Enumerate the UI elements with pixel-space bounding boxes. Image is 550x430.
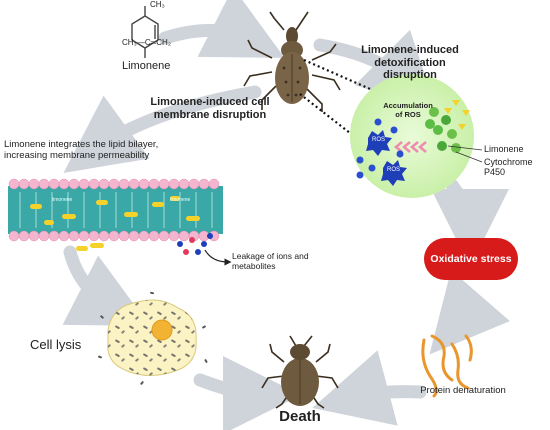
leakage-label: Leakage of ions and metabolites xyxy=(232,251,309,271)
leakage-pointer xyxy=(204,249,232,266)
membrane-heading: Limonene-induced cell membrane disruptio… xyxy=(150,96,270,121)
flow-arrows xyxy=(62,0,511,430)
arrow-cell-to-death xyxy=(193,355,301,430)
limonene-marker-icon xyxy=(444,100,470,130)
legend-cytochrome: Cytochrome P450 xyxy=(484,157,533,178)
weevil-icon xyxy=(243,11,341,112)
ros-accumulation-title: Accumulation of ROS xyxy=(383,101,433,119)
protein-denaturation-label: Protein denaturation xyxy=(420,385,506,396)
death-label: Death xyxy=(279,408,321,425)
molecule-ring-label: CH₃ xyxy=(150,0,165,9)
protein-strand-icon xyxy=(421,334,473,398)
oxidative-stress-label: Oxidative stress xyxy=(430,253,512,265)
ros-molecule-icon xyxy=(366,130,407,186)
limonene-label: Limonene xyxy=(122,60,171,72)
arrow-stress-to-protein xyxy=(429,269,511,355)
detox-panel xyxy=(350,74,483,198)
leaked-limonene xyxy=(76,243,104,251)
oxidative-stress-pill xyxy=(424,238,518,280)
arrow-membrane-to-cell xyxy=(62,245,150,326)
membrane-bilayer xyxy=(8,178,223,242)
ros-label-2: ROS xyxy=(387,167,401,173)
legend-limonene: Limonene xyxy=(484,144,524,154)
detox-heading: Limonene-induced detoxification disrupti… xyxy=(361,44,459,82)
limonene-molecule-icon xyxy=(131,6,159,58)
ros-label-1: ROS xyxy=(372,137,386,143)
membrane-tag-left: limonene xyxy=(52,197,73,203)
lysed-cell-icon xyxy=(98,291,208,385)
molecule-group-label: CH₃—C═CH₂ xyxy=(122,38,171,47)
arrow-protein-to-death xyxy=(312,350,427,426)
membrane-description: Limonene integrates the lipid bilayer, i… xyxy=(4,139,159,161)
dead-weevil-icon xyxy=(261,335,339,409)
leaked-ions-icon xyxy=(177,233,213,255)
arrow-insect-to-membrane xyxy=(63,85,262,173)
cell-lysis-label: Cell lysis xyxy=(30,337,82,352)
cytochrome-p450-icon xyxy=(425,107,461,153)
arrow-limonene-to-insect xyxy=(158,0,285,58)
ros-flow-chevrons xyxy=(394,141,427,153)
arrow-panel-to-stress xyxy=(430,178,509,267)
membrane-tag-right: limonene xyxy=(170,197,191,203)
ros-dots xyxy=(356,118,404,179)
